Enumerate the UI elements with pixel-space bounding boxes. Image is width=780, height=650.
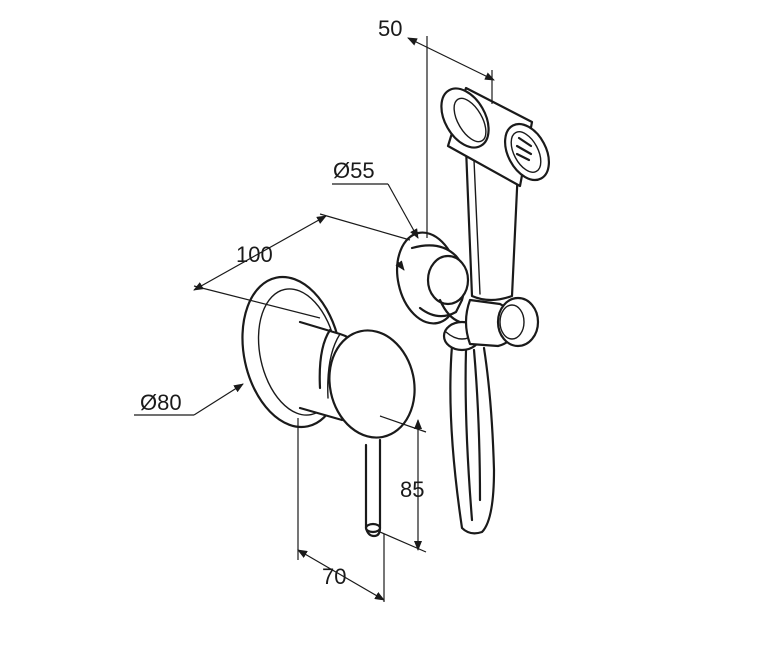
dimension-d55: Ø55: [332, 158, 419, 271]
shower-handle: [464, 146, 520, 302]
wall-outlet: [396, 231, 470, 325]
dimension-label-50: 50: [378, 16, 402, 41]
dimension-label-70: 70: [322, 564, 346, 589]
dimension-label-100: 100: [236, 242, 273, 267]
dimension-label-d55: Ø55: [333, 158, 375, 183]
mixer-valve: [241, 275, 416, 538]
mixer-lever: [364, 438, 382, 538]
dimension-50: 50: [378, 16, 495, 238]
mixer-body: [298, 320, 416, 439]
dimension-label-d80: Ø80: [140, 390, 182, 415]
dimension-d80: Ø80: [134, 383, 244, 416]
dimension-100: 100: [193, 213, 411, 319]
dimension-70: 70: [297, 418, 385, 602]
spray-head: [440, 86, 551, 188]
hand-shower-assembly: [396, 86, 551, 535]
dimension-label-85: 85: [400, 477, 424, 502]
shower-holder: [464, 296, 540, 348]
dimension-85: 85: [379, 415, 427, 553]
hose: [449, 344, 496, 535]
